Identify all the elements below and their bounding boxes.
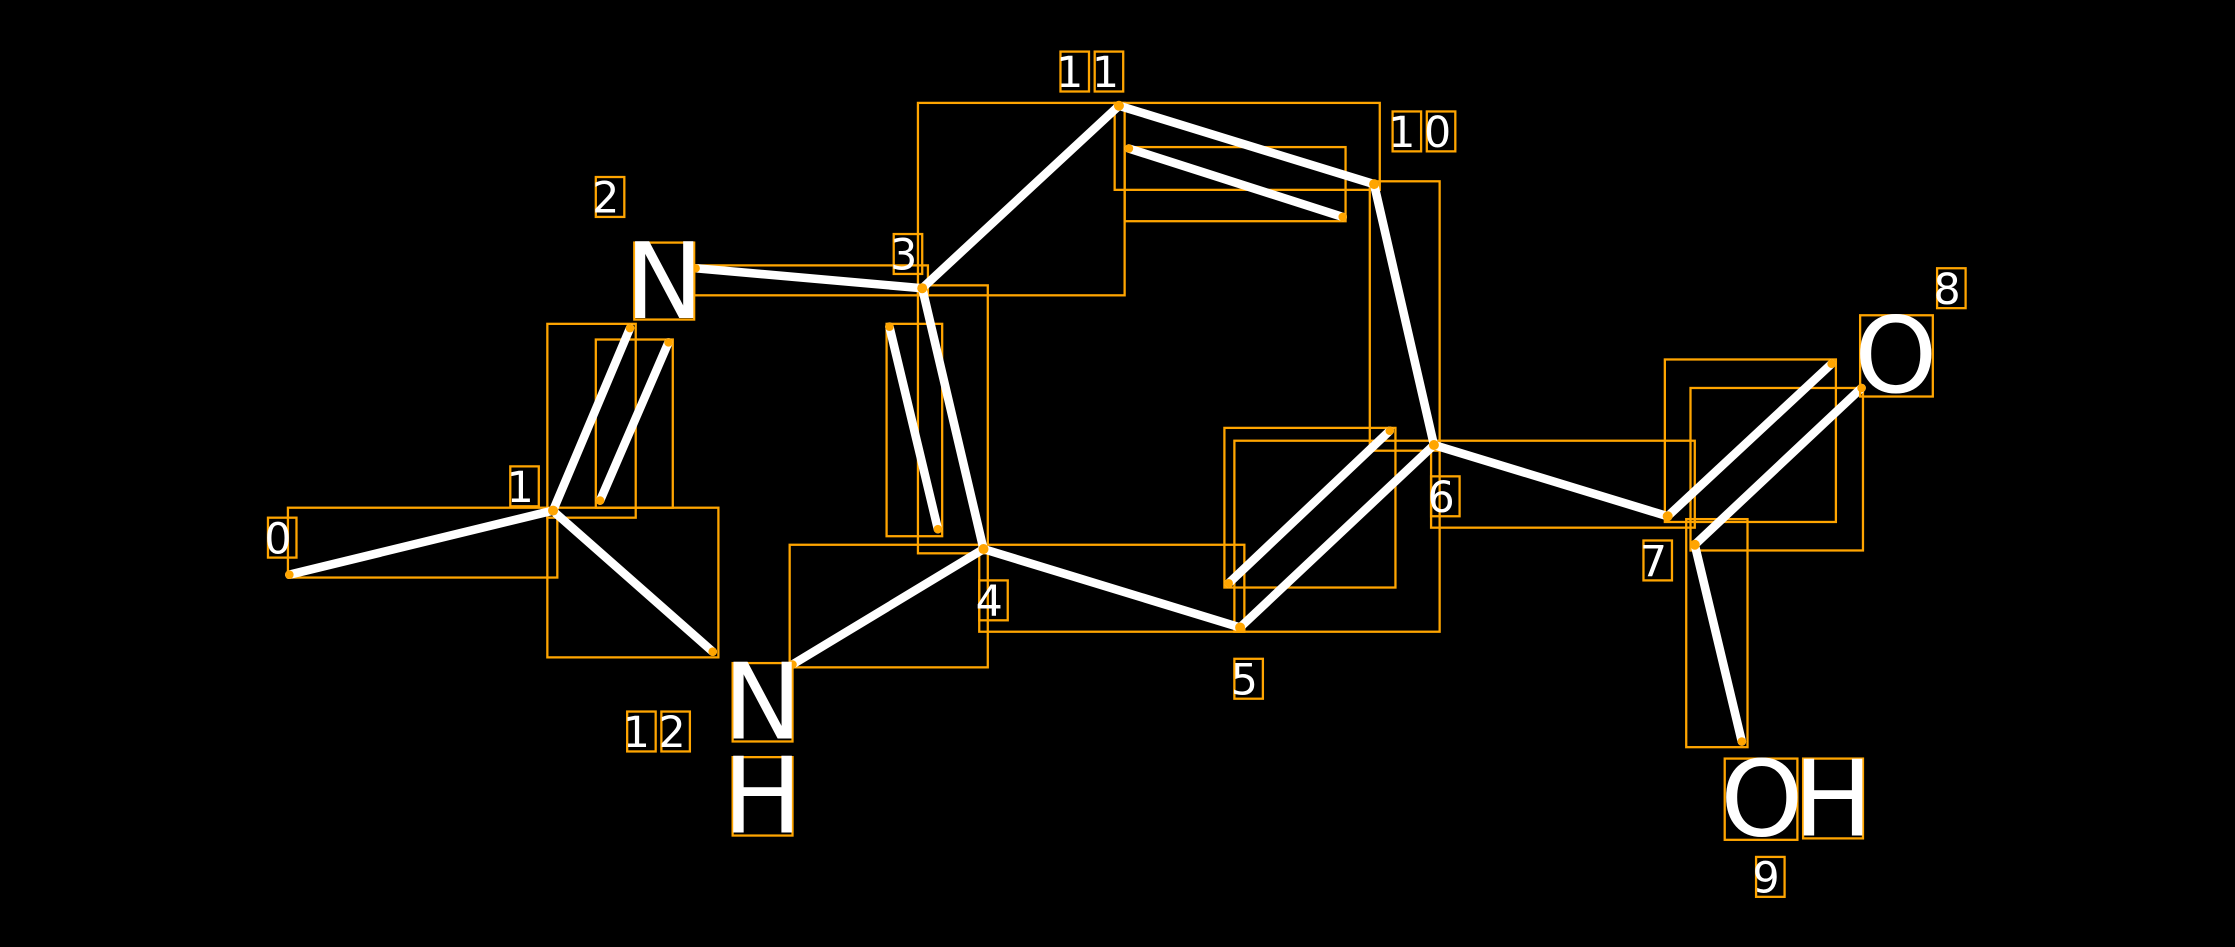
bond-4-12 [788, 544, 988, 669]
bond-2-3 [691, 263, 927, 293]
atom-index-10: 10 [1388, 108, 1460, 158]
atom-symbol-n12: N [723, 641, 802, 764]
bond-7-8-inner [1690, 383, 1866, 550]
atom-index-9: 9 [1752, 854, 1788, 904]
atom-index-1: 1 [507, 463, 543, 513]
atom-symbol-o9: O [1720, 738, 1803, 861]
atom-index-5: 5 [1231, 655, 1267, 705]
atom-symbol-h12: H [723, 735, 802, 858]
bond-0-1 [285, 506, 558, 579]
bond-11-10-inner [1124, 144, 1347, 222]
bond-3-11 [917, 101, 1124, 293]
atom-symbol-h9: H [1793, 738, 1872, 861]
bond-10-6 [1369, 179, 1439, 450]
bond-3-4 [917, 283, 988, 554]
atom-index-2: 2 [592, 174, 628, 224]
atom-index-11: 11 [1056, 48, 1128, 98]
bond-7-8 [1663, 359, 1836, 521]
bond-1-2-inner [595, 338, 673, 505]
atom-symbols: N N H O O H [625, 220, 1937, 860]
atom-symbol-o8: O [1854, 294, 1937, 417]
bond-6-5-inner [1224, 426, 1395, 588]
bond-11-10 [1114, 101, 1379, 189]
bond-endpoints [285, 100, 1866, 746]
atom-index-7: 7 [1640, 537, 1676, 587]
bond-6-5 [1235, 440, 1439, 632]
atom-index-12: 12 [623, 708, 695, 758]
bond-6-7 [1429, 440, 1672, 521]
bond-1-2 [548, 323, 635, 515]
atom-index-3: 3 [890, 231, 926, 281]
atom-index-0: 0 [264, 514, 300, 564]
atom-symbol-n2: N [625, 220, 704, 343]
atom-index-4: 4 [976, 577, 1012, 627]
bond-3-4-inner [885, 322, 943, 534]
bond-7-9 [1690, 540, 1747, 746]
bonds [285, 101, 1866, 746]
atom-index-8: 8 [1933, 265, 1969, 315]
atom-index-6: 6 [1427, 473, 1463, 523]
bond-1-12 [551, 509, 717, 656]
bond-5-4 [979, 544, 1245, 632]
